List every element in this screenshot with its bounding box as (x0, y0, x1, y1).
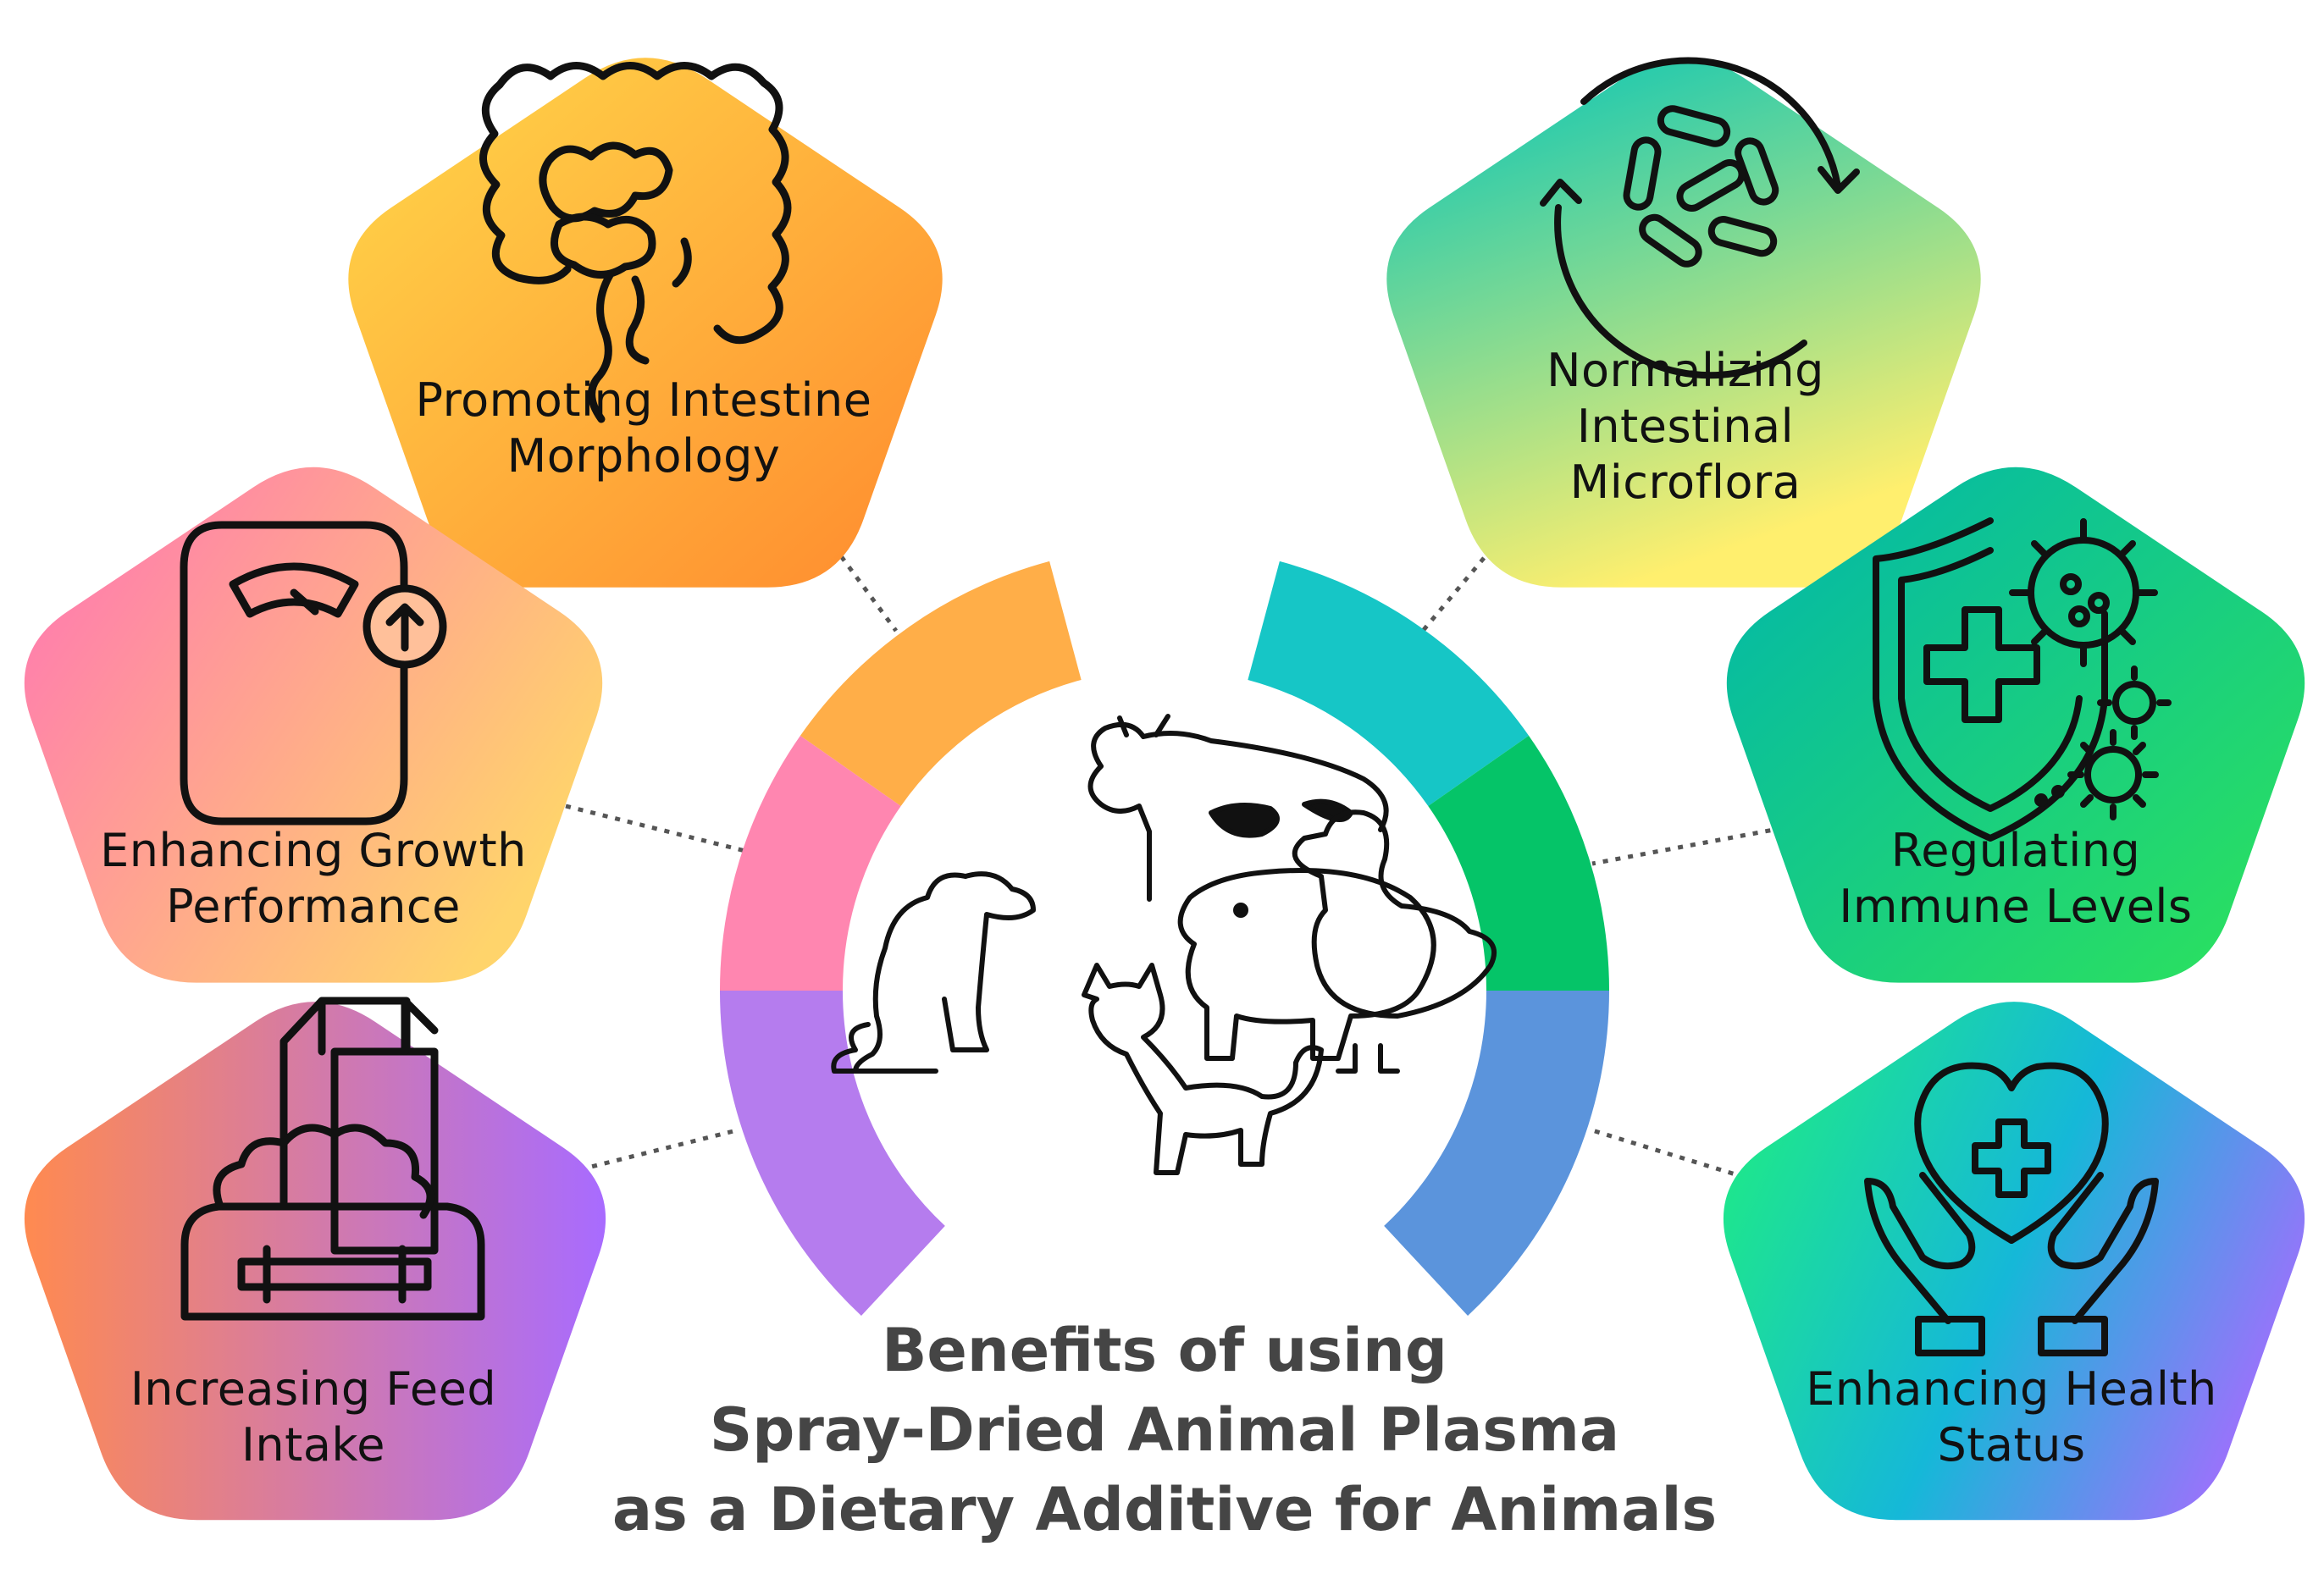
pentagon-growth (24, 467, 603, 983)
label-growth-line1: Enhancing Growth (100, 824, 527, 877)
label-microflora: Normalizing Intestinal Microflora (1457, 343, 1914, 511)
heart-hands-icon (1864, 1062, 2159, 1356)
label-intestine-line2: Morphology (506, 429, 781, 483)
shield-virus-icon (1873, 517, 2172, 842)
label-microflora-line3: Microflora (1569, 456, 1801, 509)
label-feed: Increasing Feed Intake (59, 1361, 567, 1473)
label-intestine-line1: Promoting Intestine (415, 373, 872, 427)
label-immune: Regulating Immune Levels (1770, 823, 2261, 935)
label-immune-line2: Immune Levels (1839, 880, 2193, 933)
ring-segment-microflora (1248, 561, 1530, 807)
pentagon-health (1723, 1002, 2305, 1521)
benefit-pentagons (24, 58, 2305, 1521)
ring-segment-immune (1428, 735, 1609, 991)
title-line3: as a Dietary Additive for Animals (611, 1475, 1718, 1544)
weight-scale-icon (180, 521, 447, 826)
intestine-icon (479, 62, 792, 423)
pentagon-intestine (348, 58, 943, 588)
label-growth: Enhancing Growth Performance (51, 823, 576, 935)
label-feed-line2: Intake (241, 1418, 385, 1472)
center-ring (720, 561, 1609, 1316)
farm-animals-icon (831, 714, 1497, 1175)
ring-segment-health (1384, 991, 1609, 1316)
title-line1: Benefits of using (882, 1316, 1447, 1385)
ring-segment-feed (720, 991, 945, 1316)
ring-segment-intestine (800, 561, 1082, 807)
connector-feed (567, 1128, 738, 1175)
bacteria-cycle-icon (1540, 57, 1860, 379)
label-growth-line2: Performance (166, 880, 461, 933)
label-feed-line1: Increasing Feed (130, 1362, 497, 1416)
label-intestine: Promoting Intestine Morphology (364, 373, 923, 484)
label-microflora-line2: Intestinal (1576, 400, 1795, 453)
label-health-line1: Enhancing Health (1806, 1362, 2217, 1416)
connector-immune (1591, 826, 1784, 866)
diagram-title: Benefits of using Spray-Dried Animal Pla… (474, 1311, 1855, 1549)
label-health: Enhancing Health Status (1762, 1361, 2261, 1473)
label-health-line2: Status (1937, 1418, 2086, 1472)
title-line2: Spray-Dried Animal Plasma (709, 1395, 1620, 1465)
pentagon-immune (1726, 467, 2305, 983)
feed-bag-icon (180, 997, 485, 1321)
ring-segment-growth (720, 735, 901, 991)
label-microflora-line1: Normalizing (1547, 344, 1824, 397)
connector-health (1591, 1128, 1758, 1184)
pentagon-microflora (1386, 58, 1981, 588)
label-immune-line1: Regulating (1890, 824, 2141, 877)
connector-growth (565, 804, 746, 853)
